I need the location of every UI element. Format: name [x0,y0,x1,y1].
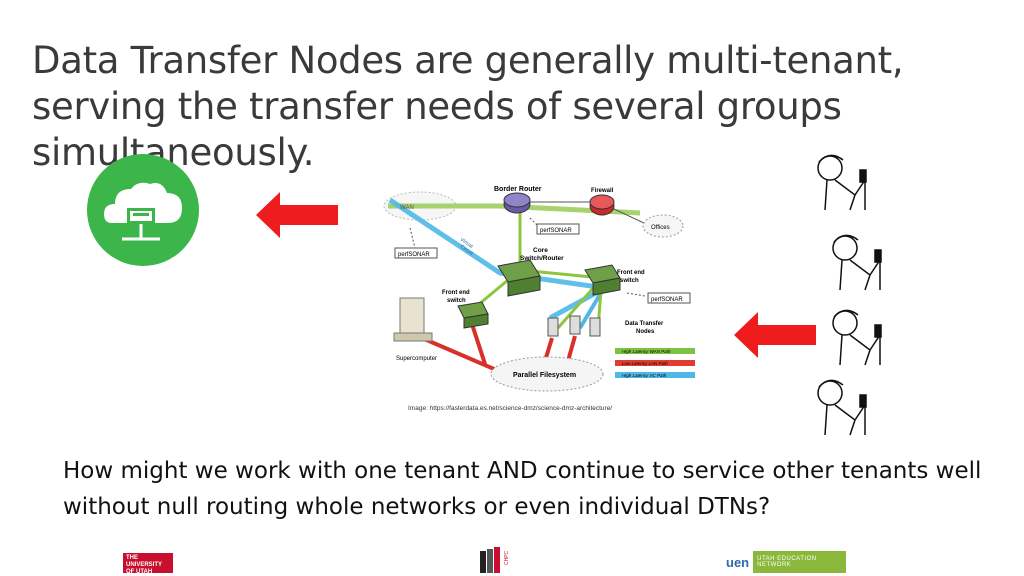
scientist-icon [832,234,882,291]
arrow-left-icon [256,192,338,238]
front-end-label-1: Front end [442,290,470,296]
legend-lan: Low Latency LAN Path [622,361,668,366]
perfsonar-label: perfSONAR [651,297,683,303]
legend-vc: High Latency VC Path [622,373,667,378]
uen-logo-text: UTAH EDUCATION NETWORK [753,551,846,573]
border-router-label: Border Router [494,186,542,193]
scientists-illustration [817,154,882,436]
university-logo-text: THE UNIVERSITY OF UTAH [126,555,162,575]
parallel-fs-label: Parallel Filesystem [513,372,576,379]
core-label-1: Core [533,247,548,254]
dtn-label-2: Nodes [636,329,655,335]
dtn-label-1: Data Transfer [625,321,664,327]
perfsonar-label: perfSONAR [540,228,572,234]
chpc-logo: CHPC [480,547,510,573]
supercomputer-label: Supercomputer [396,356,437,362]
front-end-label-2: switch [447,298,466,304]
front-end-label-1: Front end [617,270,645,276]
uen-logo: uen UTAH EDUCATION NETWORK [726,551,846,573]
scientist-icon [817,379,867,436]
chpc-logo-text: CHPC [504,550,510,565]
scientist-icon [817,154,867,211]
firewall-label: Firewall [591,188,614,194]
cloud-network-icon [87,154,199,266]
wan-label: WAN [400,205,414,211]
arrow-left-icon [734,312,816,358]
image-credit: Image: https://fasterdata.es.net/science… [408,405,613,412]
slide-title: Data Transfer Nodes are generally multi-… [32,39,904,174]
lan-path [421,317,577,380]
legend-wan: High Latency WAN Path [622,349,671,354]
scientist-icon [832,309,882,366]
offices-label: Offices [651,225,670,231]
science-dmz-diagram: Border Router Firewall Offices WAN perfS… [383,186,695,392]
vc-path [388,197,613,321]
front-end-label-2: switch [620,278,639,284]
slide-question: How might we work with one tenant AND co… [63,458,982,520]
university-of-utah-logo: THE UNIVERSITY OF UTAH [123,553,173,575]
uen-logo-mark: uen [726,554,750,570]
perfsonar-label: perfSONAR [398,252,430,258]
core-label-2: Switch/Router [520,255,564,262]
